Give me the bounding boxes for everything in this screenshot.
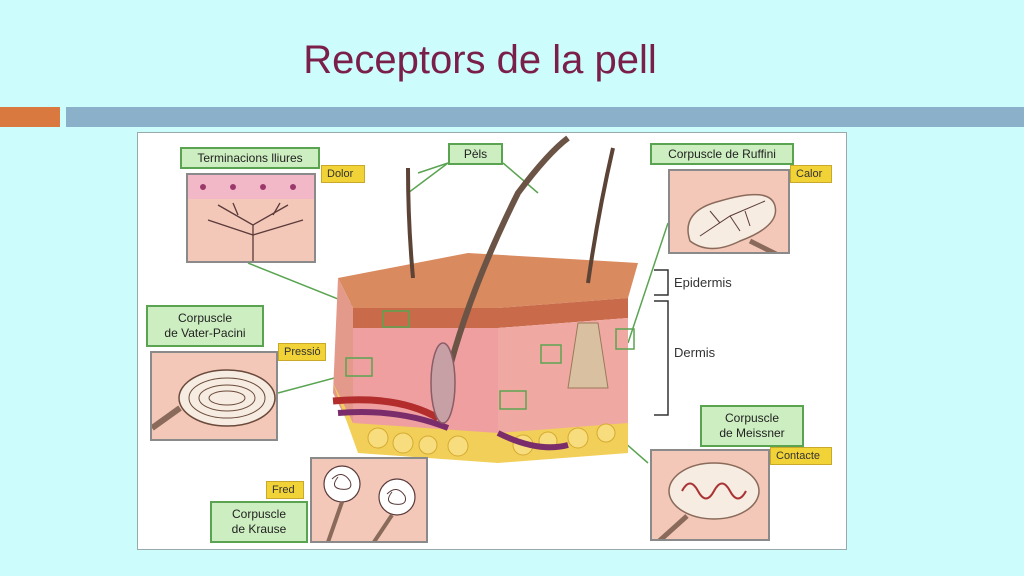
label-meissner-line1: Corpuscle	[724, 411, 780, 425]
accent-bar-blue	[66, 107, 1024, 127]
slide-title: Receptors de la pell	[303, 38, 657, 82]
tag-calor: Calor	[790, 165, 832, 183]
tag-fred: Fred	[266, 481, 304, 499]
tag-contacte: Contacte	[770, 447, 832, 465]
label-corpuscle-meissner: Corpuscle de Meissner	[700, 405, 804, 447]
label-terminacions-lliures: Terminacions lliures	[180, 147, 320, 169]
layer-label-epidermis: Epidermis	[674, 275, 732, 290]
label-corpuscle-krause: Corpuscle de Krause	[210, 501, 308, 543]
label-corpuscle-vater-pacini: Corpuscle de Vater-Pacini	[146, 305, 264, 347]
inset-pacinian-corpuscle	[150, 351, 278, 441]
tag-pressio: Pressió	[278, 343, 326, 361]
label-krause-line1: Corpuscle	[231, 507, 287, 521]
tag-dolor: Dolor	[321, 165, 365, 183]
label-pels: Pèls	[448, 143, 503, 165]
inset-ruffini-corpuscle	[668, 169, 790, 254]
label-krause-line2: de Krause	[231, 522, 287, 536]
inset-meissner-corpuscle	[650, 449, 770, 541]
skin-receptors-figure: Terminacions lliures Dolor Pèls Corpuscl…	[137, 132, 847, 550]
layer-label-dermis: Dermis	[674, 345, 716, 360]
label-corpuscle-ruffini: Corpuscle de Ruffini	[650, 143, 794, 165]
inset-krause-corpuscle	[310, 457, 428, 543]
inset-free-nerve-endings	[186, 173, 316, 263]
label-meissner-line2: de Meissner	[719, 426, 785, 440]
skin-block	[332, 135, 638, 463]
label-pacini-line2: de Vater-Pacini	[164, 326, 246, 340]
label-pacini-line1: Corpuscle	[177, 311, 233, 325]
layer-brackets	[654, 269, 669, 416]
skin-cross-section-illustration	[247, 135, 779, 464]
accent-bar-orange	[0, 107, 60, 127]
